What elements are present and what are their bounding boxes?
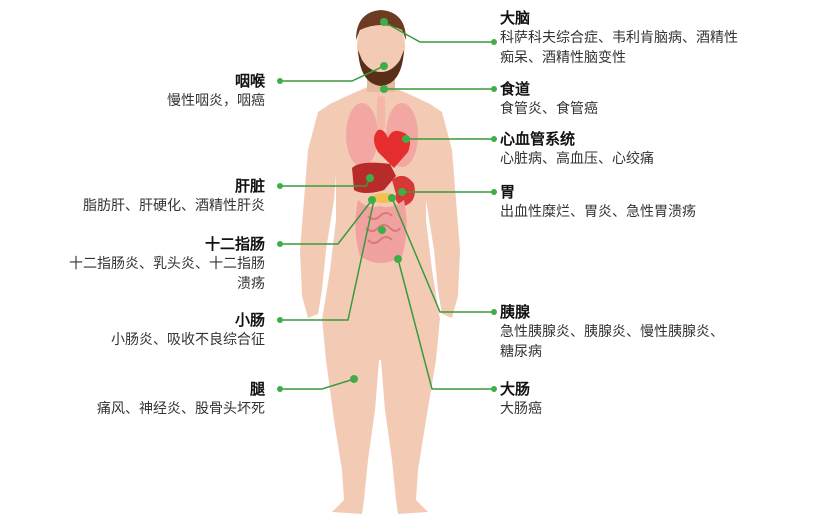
callout-title: 十二指肠 [69,234,265,254]
callout-desc: 痛风、神经炎、股骨头坏死 [97,399,265,419]
dot-brain-organ [380,18,388,26]
callout-desc: 出血性糜烂、胃炎、急性胃溃疡 [500,202,696,222]
dot-pancreas-end [491,309,497,315]
left-lung [346,103,378,167]
callout-title: 肝脏 [83,176,265,196]
dot-small-intestine-organ [378,226,386,234]
callout-desc: 慢性咽炎，咽癌 [167,91,265,111]
callout-pancreas: 胰腺 急性胰腺炎、胰腺炎、慢性胰腺炎、 糖尿病 [500,302,724,362]
callout-esophagus: 食道 食管炎、食管癌 [500,79,598,119]
callout-title: 大肠 [500,379,542,399]
callout-title: 大脑 [500,8,738,28]
dot-stomach-end [491,189,497,195]
callout-large-intestine: 大肠 大肠癌 [500,379,542,419]
dot-large-intestine-end [491,386,497,392]
dot-liver-organ [366,174,374,182]
dot-leg-organ [350,375,358,383]
callout-desc: 急性胰腺炎、胰腺炎、慢性胰腺炎、 [500,322,724,342]
callout-title: 咽喉 [167,71,265,91]
dot-large-intestine-organ [394,255,402,263]
callout-title: 食道 [500,79,598,99]
callout-desc: 十二指肠炎、乳头炎、十二指肠 [69,254,265,274]
trachea [377,96,385,130]
callout-title: 胃 [500,182,696,202]
callout-desc: 痴呆、酒精性脑变性 [500,48,738,68]
callout-duodenum: 十二指肠 十二指肠炎、乳头炎、十二指肠 溃疡 [69,234,265,294]
callout-heart: 心血管系统 心脏病、高血压、心绞痛 [500,129,654,169]
callout-liver: 肝脏 脂肪肝、肝硬化、酒精性肝炎 [83,176,265,216]
dot-heart-end [491,136,497,142]
callout-desc: 科萨科夫综合症、韦利肯脑病、酒精性 [500,28,738,48]
callout-desc: 小肠炎、吸收不良综合征 [111,330,265,350]
callout-desc: 脂肪肝、肝硬化、酒精性肝炎 [83,196,265,216]
callout-desc: 大肠癌 [500,399,542,419]
dot-small-intestine-end [277,317,283,323]
callout-stomach: 胃 出血性糜烂、胃炎、急性胃溃疡 [500,182,696,222]
callout-desc: 食管炎、食管癌 [500,99,598,119]
callout-title: 小肠 [111,310,265,330]
dot-duodenum-organ [368,196,376,204]
dot-brain-end [491,39,497,45]
callout-desc: 心脏病、高血压、心绞痛 [500,149,654,169]
dot-throat-organ [380,62,388,70]
callout-brain: 大脑 科萨科夫综合症、韦利肯脑病、酒精性 痴呆、酒精性脑变性 [500,8,738,68]
callout-title: 胰腺 [500,302,724,322]
callout-throat: 咽喉 慢性咽炎，咽癌 [167,71,265,111]
callout-desc: 糖尿病 [500,342,724,362]
dot-heart-organ [402,135,410,143]
callout-title: 心血管系统 [500,129,654,149]
dot-pancreas-organ [388,194,396,202]
callout-title: 腿 [97,379,265,399]
legs [322,318,440,514]
dot-esophagus-end [491,86,497,92]
dot-liver-end [277,183,283,189]
dot-stomach-organ [398,188,406,196]
dot-leg-end [277,386,283,392]
callout-desc: 溃疡 [69,274,265,294]
dot-throat-end [277,78,283,84]
callout-small-intestine: 小肠 小肠炎、吸收不良综合征 [111,310,265,350]
dot-duodenum-end [277,241,283,247]
callout-leg: 腿 痛风、神经炎、股骨头坏死 [97,379,265,419]
dot-esophagus-organ [380,85,388,93]
